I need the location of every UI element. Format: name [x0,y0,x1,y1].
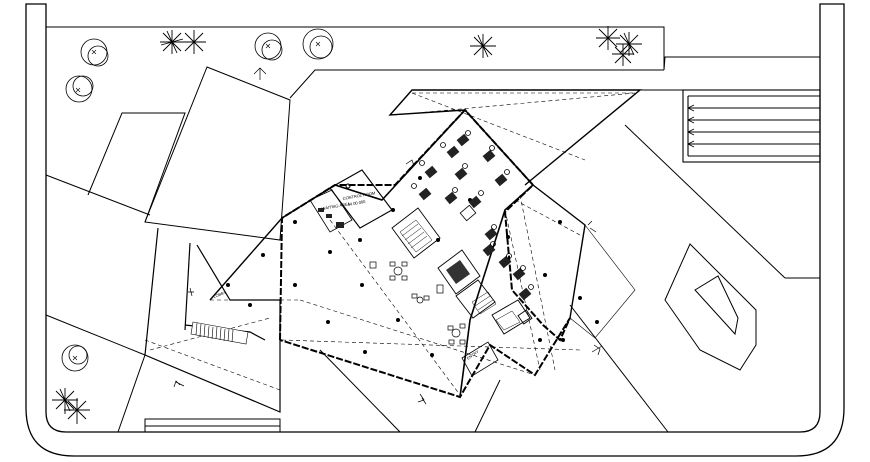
landscape-strip [46,26,820,99]
site-boundary [25,3,845,457]
path-line [624,124,786,279]
control-room-sublabel: 14 00 000 [347,199,366,207]
annex-stair [190,321,249,345]
central-core [391,207,497,319]
main-building [279,108,571,399]
entry-label: ENTRY [466,349,480,361]
lobby-label: LOBBY [213,290,228,299]
parking-stripes [682,89,821,163]
island-planter [664,243,757,371]
restroom-block [461,299,533,377]
workstations [411,130,534,301]
control-room-label: CONTROL ROOM [342,190,375,201]
left-annex [144,227,281,413]
room-labels: CONTROL ROOM 14 00 000 WAITING AREA LOBB… [213,190,480,360]
column-dots [226,176,599,357]
shrubs-star [52,26,642,424]
waiting-area-label: WAITING AREA [321,201,351,211]
trees-round [61,28,334,372]
direction-markers [173,67,603,405]
tree-center-marks [72,41,321,361]
main-building-wall [281,108,535,398]
bench-bottom-left [144,418,281,433]
path-line-lower [569,304,669,433]
left-wing-outline [144,66,291,241]
roof-overlay-lines [210,92,636,396]
control-room [309,169,393,233]
lobby-furniture [369,261,466,345]
